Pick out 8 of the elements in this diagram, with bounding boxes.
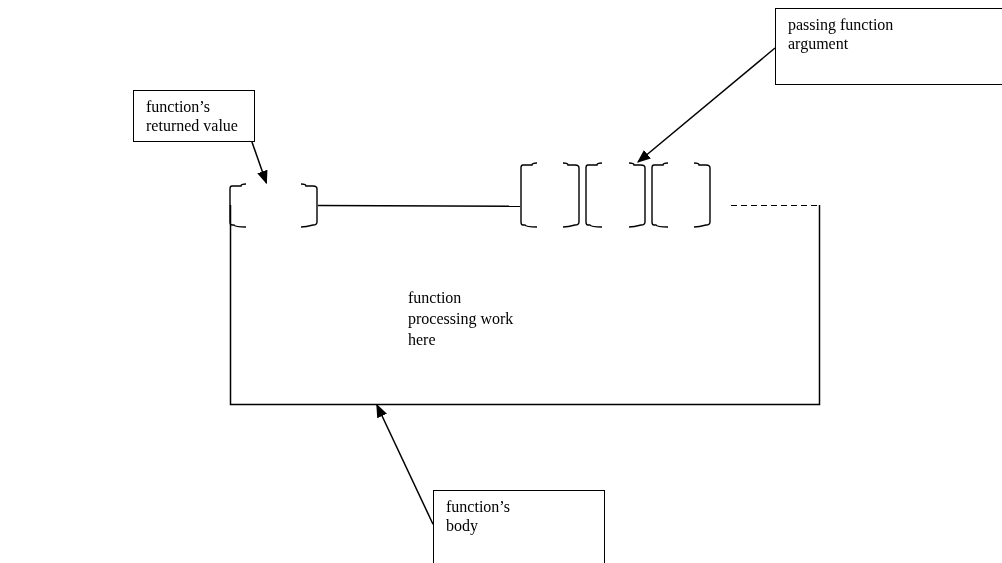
callout-box: function’s body [433, 490, 605, 563]
callout-box: passing function argument [775, 8, 1002, 85]
leader-arrow [251, 141, 268, 185]
leader-arrow [637, 47, 776, 163]
callout-box: function’s returned value [133, 90, 255, 142]
connector-line [317, 204, 521, 207]
body-text: function processing work here [408, 288, 515, 350]
leader-arrow [376, 403, 434, 525]
